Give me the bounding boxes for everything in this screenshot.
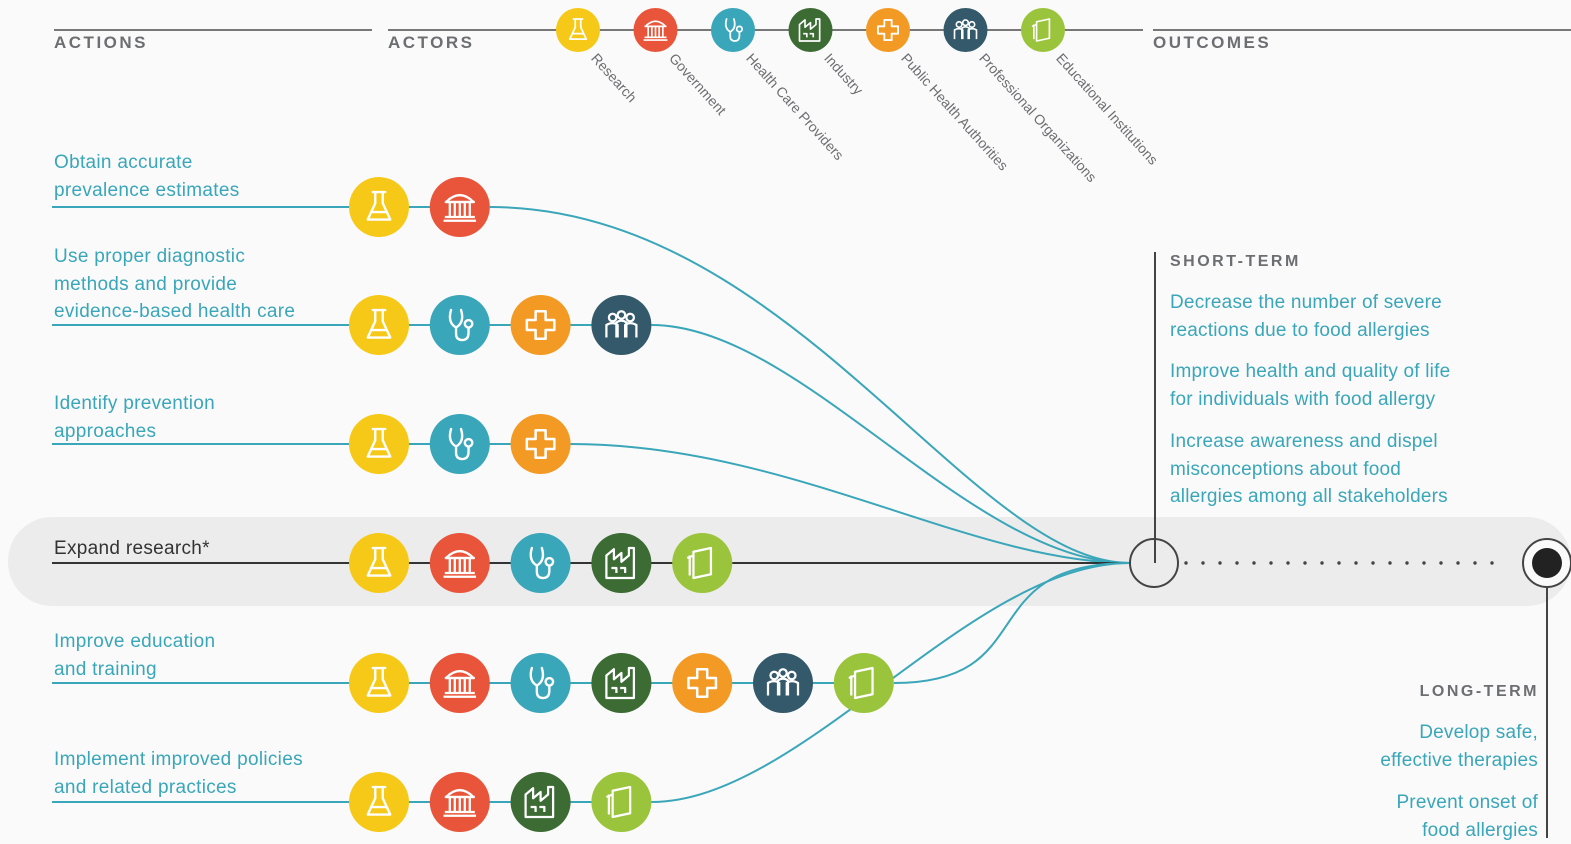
row-flask-icon: [349, 414, 409, 474]
connector-curve: [651, 324, 1131, 564]
row-plus-cross-icon: [510, 295, 571, 355]
long-term-title: LONG-TERM: [1419, 683, 1539, 700]
row-factory-icon: [510, 772, 571, 832]
row-plus-cross-icon: [672, 653, 733, 713]
row-factory-icon: [591, 653, 652, 713]
timeline-dot: [1218, 561, 1222, 565]
row-flask-icon: [349, 295, 409, 355]
highlight-band: [8, 517, 1571, 606]
connector-curve: [489, 206, 1131, 564]
action-text: Expand research*: [54, 538, 210, 559]
header-people-group-icon: [943, 8, 988, 52]
row-people-group-icon: [591, 295, 652, 355]
row-stethoscope-icon: [510, 653, 571, 713]
connector-curves: [489, 206, 1131, 803]
row-flask-icon: [349, 177, 409, 237]
action-rows: [52, 177, 894, 832]
header-actor-icons: [556, 8, 1065, 52]
short-term-outcome-3: Increase awareness and dispel misconcept…: [1170, 431, 1448, 507]
timeline-dot: [1456, 561, 1460, 565]
timeline-dot: [1473, 561, 1477, 565]
row-flask-icon: [349, 772, 409, 832]
timeline-dot: [1269, 561, 1273, 565]
actions-header: ACTIONS: [54, 33, 148, 52]
row-stethoscope-icon: [429, 414, 490, 474]
row-stethoscope-icon: [429, 295, 490, 355]
connector-curve: [570, 443, 1131, 564]
timeline-dot: [1303, 561, 1307, 565]
header-government-building-icon: [633, 8, 678, 52]
action-text: Implement improved policies and related …: [54, 749, 303, 798]
action-row: [52, 414, 571, 474]
timeline-dot: [1337, 561, 1341, 565]
long-term-outcome-1: Develop safe, effective therapies: [1380, 722, 1538, 771]
row-flask-icon: [349, 653, 409, 713]
short-term-outcome-2: Improve health and quality of life for i…: [1170, 361, 1451, 410]
outcomes-header: OUTCOMES: [1153, 33, 1272, 52]
timeline-dot: [1320, 561, 1324, 565]
action-text: Use proper diagnostic methods and provid…: [54, 246, 296, 322]
timeline-dot: [1252, 561, 1256, 565]
header-stethoscope-icon: [711, 8, 755, 52]
connector-curve: [893, 562, 1131, 684]
row-book-icon: [833, 653, 894, 713]
row-plus-cross-icon: [510, 414, 571, 474]
row-stethoscope-icon: [510, 533, 571, 593]
timeline-dot: [1201, 561, 1205, 565]
short-term-node: [1129, 538, 1179, 588]
timeline-dot: [1405, 561, 1409, 565]
timeline-dot: [1354, 561, 1358, 565]
actors-header: ACTORS: [388, 33, 475, 52]
row-flask-icon: [349, 533, 409, 593]
outcome-graphics: [1129, 252, 1571, 838]
short-term-outcome-1: Decrease the number of severe reactions …: [1170, 292, 1442, 341]
short-term-title: SHORT-TERM: [1170, 253, 1301, 270]
action-text: Improve education and training: [54, 631, 216, 680]
header-flask-icon: [556, 8, 600, 52]
row-factory-icon: [591, 533, 652, 593]
long-term-outcome-2: Prevent onset of food allergies: [1396, 792, 1538, 841]
row-government-building-icon: [429, 772, 490, 832]
row-book-icon: [591, 772, 652, 832]
header-factory-icon: [788, 8, 833, 52]
row-government-building-icon: [429, 653, 490, 713]
action-row: [52, 533, 733, 593]
action-text: Obtain accurate prevalence estimates: [54, 152, 240, 201]
timeline-dot: [1422, 561, 1426, 565]
action-row: [52, 177, 490, 237]
action-row: [52, 772, 652, 832]
timeline-dot: [1388, 561, 1392, 565]
action-row: [52, 653, 894, 713]
timeline-dot: [1439, 561, 1443, 565]
timeline-dot: [1184, 561, 1188, 565]
row-government-building-icon: [429, 533, 490, 593]
row-book-icon: [672, 533, 733, 593]
row-people-group-icon: [753, 653, 813, 713]
long-term-node-core: [1532, 548, 1562, 578]
timeline-dot: [1490, 561, 1494, 565]
timeline-dot: [1286, 561, 1290, 565]
action-text: Identify prevention approaches: [54, 393, 215, 442]
action-row: [52, 295, 652, 355]
row-government-building-icon: [429, 177, 490, 237]
timeline-dot: [1235, 561, 1239, 565]
header-plus-cross-icon: [866, 8, 910, 52]
timeline-dot: [1371, 561, 1375, 565]
header-book-icon: [1021, 8, 1065, 52]
